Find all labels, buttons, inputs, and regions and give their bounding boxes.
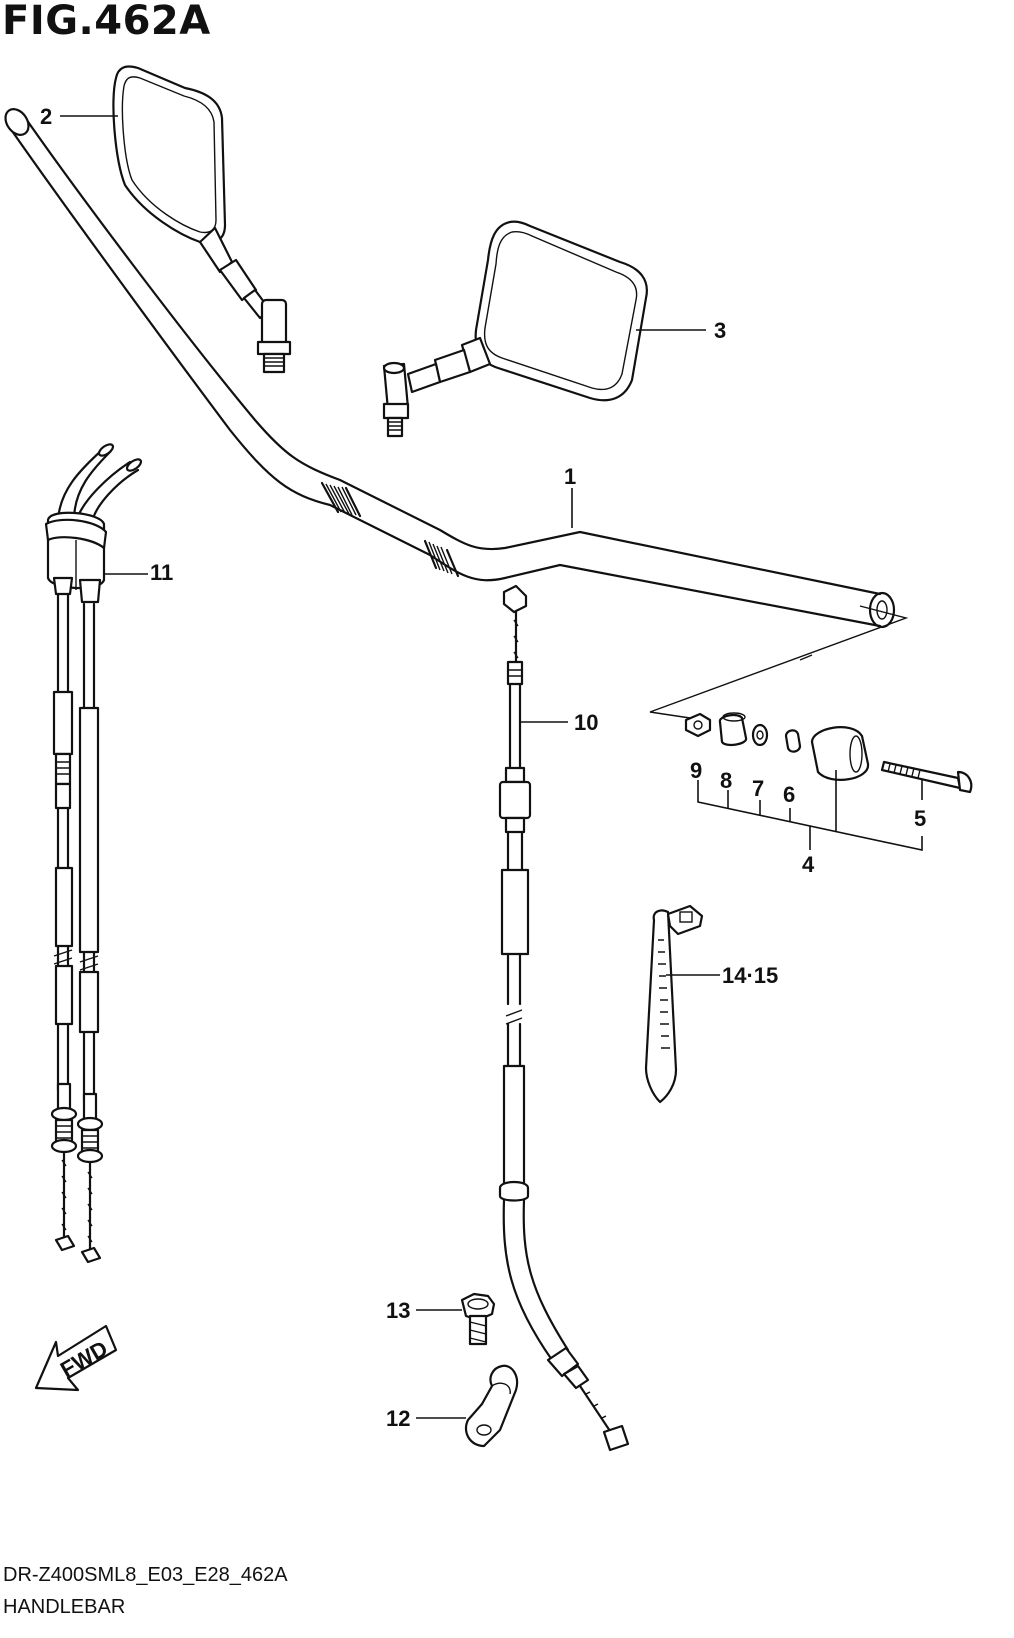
right-mirror[interactable] <box>382 220 648 438</box>
balancer-weight[interactable] <box>810 726 870 781</box>
left-mirror[interactable] <box>112 65 292 374</box>
figure-title: FIG.462A <box>2 0 211 44</box>
kit-bracket-lines <box>697 770 923 851</box>
cable-tie[interactable] <box>644 904 704 1104</box>
handlebar[interactable] <box>1 105 896 629</box>
knurl-section-right <box>423 539 460 578</box>
clamp-bolt[interactable] <box>460 1292 496 1346</box>
callout-3: 3 <box>714 318 726 343</box>
callout-11: 11 <box>150 560 173 585</box>
callout-14-15: 14·15 <box>722 963 778 988</box>
callout-7: 7 <box>752 776 764 801</box>
clutch-cable[interactable] <box>498 584 630 1452</box>
callout-9: 9 <box>690 758 702 783</box>
bar-end-nut[interactable] <box>684 712 712 738</box>
washer[interactable] <box>751 723 769 747</box>
callout-8: 8 <box>720 768 732 793</box>
knurl-section-left <box>320 481 362 518</box>
callout-12: 12 <box>386 1406 410 1431</box>
cable-guide-clamp[interactable] <box>464 1364 519 1448</box>
callout-13: 13 <box>386 1298 410 1323</box>
callout-2: 2 <box>40 104 52 129</box>
throttle-cable-assembly[interactable] <box>44 442 143 1264</box>
callout-6: 6 <box>783 782 795 807</box>
leader-lines <box>60 115 720 1419</box>
callout-5: 5 <box>914 806 926 831</box>
callout-10: 10 <box>574 710 598 735</box>
callout-labels: 2 3 1 11 10 9 8 7 6 5 4 14·15 13 12 <box>40 104 926 1431</box>
rubber-collar[interactable] <box>718 712 748 747</box>
bar-end-screw[interactable] <box>880 760 973 794</box>
callout-4: 4 <box>802 852 815 877</box>
diagram-name: HANDLEBAR <box>3 1596 126 1618</box>
callout-1: 1 <box>564 464 576 489</box>
diagram-code: DR-Z400SML8_E03_E28_462A <box>3 1564 288 1586</box>
bar-end-exploded-axis <box>649 605 909 719</box>
forward-arrow-icon: FWD <box>34 1324 118 1392</box>
spacer[interactable] <box>784 729 802 753</box>
